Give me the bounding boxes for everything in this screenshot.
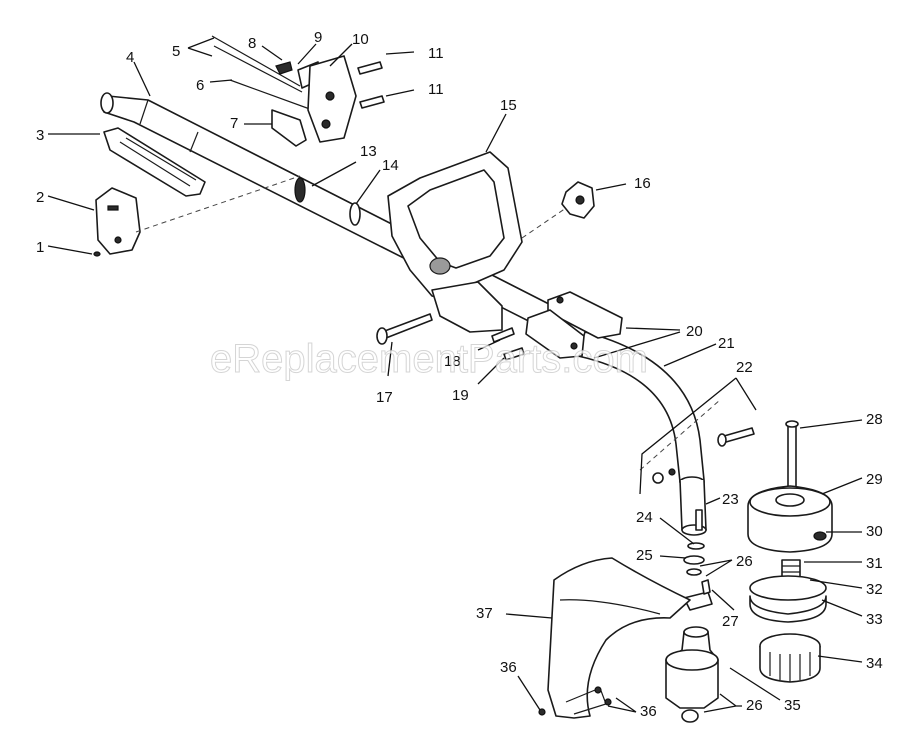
callout-34: 34 [866, 655, 883, 672]
callout-32: 32 [866, 581, 883, 598]
callout-37: 37 [476, 605, 493, 622]
slide-bracket [103, 127, 206, 197]
callout-11-top: 11 [428, 45, 444, 62]
callout-24: 24 [636, 509, 653, 526]
callout-17: 17 [376, 389, 393, 406]
callout-21: 21 [718, 335, 735, 352]
callout-33: 33 [866, 611, 883, 628]
upper-shaft [100, 92, 601, 353]
callout-9: 9 [314, 29, 322, 46]
guard [547, 557, 691, 719]
screws-11 [357, 61, 385, 109]
callout-5: 5 [172, 43, 180, 60]
callout-26-upper: 26 [736, 553, 753, 570]
callout-3: 3 [36, 127, 44, 144]
callout-1: 1 [36, 239, 44, 256]
shield-bracket [525, 291, 623, 359]
callout-labels: 1 2 3 4 5 6 7 8 9 10 11 11 13 14 15 16 1… [36, 29, 883, 720]
leader-lines [47, 37, 863, 713]
handle [387, 151, 523, 333]
callout-29: 29 [866, 471, 883, 488]
callout-23: 23 [722, 491, 739, 508]
cover-plate [95, 187, 141, 255]
watermark: eReplacementParts.com [210, 337, 648, 381]
callout-11-bottom: 11 [428, 81, 444, 98]
screw-1 [93, 251, 101, 257]
callout-15: 15 [500, 97, 517, 114]
callout-35: 35 [784, 697, 801, 714]
throttle-assembly [211, 35, 357, 147]
callout-14: 14 [382, 157, 399, 174]
callout-31: 31 [866, 555, 883, 572]
callout-10: 10 [352, 31, 369, 48]
assembly-lines [135, 175, 721, 471]
callout-30: 30 [866, 523, 883, 540]
callout-36-left: 36 [500, 659, 517, 676]
bolt-and-washers [652, 427, 755, 484]
lower-shaft [577, 331, 707, 536]
callout-7: 7 [230, 115, 238, 132]
gear-head [665, 626, 719, 723]
callout-13: 13 [360, 143, 377, 160]
screws-36 [538, 686, 612, 716]
callout-16: 16 [634, 175, 651, 192]
callout-2: 2 [36, 189, 44, 206]
screws-18-19 [491, 327, 525, 361]
handle-knob [561, 181, 595, 219]
callout-36-right: 36 [640, 703, 657, 720]
callout-19: 19 [452, 387, 469, 404]
callout-18: 18 [444, 353, 461, 370]
callout-28: 28 [866, 411, 883, 428]
callout-8: 8 [248, 35, 256, 52]
callout-27: 27 [722, 613, 739, 630]
trimmer-head [747, 420, 833, 683]
callout-6: 6 [196, 77, 204, 94]
callout-20: 20 [686, 323, 703, 340]
small-hardware [683, 509, 713, 611]
carriage-bolt [376, 313, 433, 345]
callout-26-lower: 26 [746, 697, 763, 714]
callout-4: 4 [126, 49, 134, 66]
callout-25: 25 [636, 547, 653, 564]
callout-22: 22 [736, 359, 753, 376]
